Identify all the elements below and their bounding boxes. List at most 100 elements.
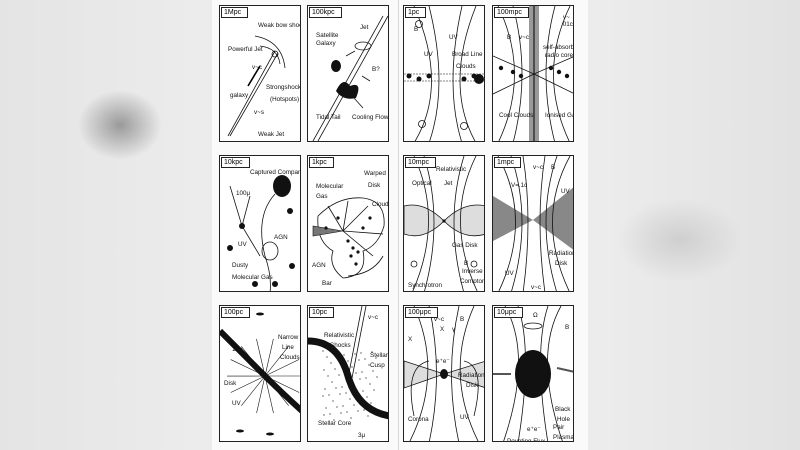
diagram-label: Tidal Tail [316, 114, 341, 121]
diagram-sketch [227, 175, 295, 291]
diagram-label: Jet [360, 24, 369, 31]
diagram-label: Gas Disk [452, 242, 478, 249]
diagram-label: Cooling Flow? [352, 114, 389, 121]
diagram-label: B? [372, 66, 380, 73]
diagram-label: Narrow [278, 334, 299, 341]
diagram-label: Plasma [553, 434, 574, 441]
diagram-sketch [312, 197, 385, 279]
diagram-label: Weak bow shock [258, 22, 301, 29]
diagram-sketch [227, 35, 286, 137]
scale-label: 1mpc [494, 157, 522, 168]
scale-label: 10mpc [405, 157, 437, 168]
diagram-sketch [404, 156, 484, 291]
diagram-label: 3μ [358, 432, 366, 439]
diagram-label: Dusty [232, 262, 249, 269]
diagram-label: Molecular Gas [232, 274, 273, 281]
diagram-label: Bar [322, 280, 332, 287]
diagram-label: AGN [312, 262, 326, 269]
diagram-label: V=.1c [511, 182, 528, 189]
diagram-label: v~c [434, 316, 444, 323]
scale-label: 100pc [221, 307, 251, 318]
diagram-label: Synchrotron [408, 282, 442, 289]
diagram-sketch [493, 6, 573, 141]
diagram-label: Optical [412, 180, 432, 187]
scale-label: 100μpc [405, 307, 439, 318]
scale-label: 1Mpc [221, 7, 249, 18]
diagram-label: UV [232, 400, 241, 407]
scale-label: 10μpc [494, 307, 524, 318]
diagram-label: v~c [519, 34, 529, 41]
diagram-label: e⁺e⁻ [436, 358, 450, 365]
diagram-label: e⁺e⁻ [527, 426, 541, 433]
scale-label: 1kpc [309, 157, 334, 168]
diagram-label: Black [555, 406, 571, 413]
diagram-sketch [312, 15, 388, 141]
diagram-label: B [565, 324, 570, 331]
scale-label: 100mpc [494, 7, 529, 18]
diagram-label: Jet [444, 180, 453, 187]
diagram-label: B [507, 34, 512, 41]
diagram-sketch [404, 6, 484, 141]
diagram-label: Weak Jet [258, 131, 285, 138]
diagram-label: Hole [557, 416, 570, 423]
scale-label: 100kpc [309, 7, 342, 18]
diagram-label: B [460, 316, 465, 323]
scale-label: 10pc [309, 307, 335, 318]
diagram-label: Compton [460, 278, 485, 285]
diagram-label: Disk [466, 382, 479, 389]
diagram-label: Gas [316, 193, 328, 200]
diagram-label: B [464, 260, 469, 267]
diagram-label: 100μ [236, 190, 251, 197]
page-divider [398, 0, 399, 450]
diagram-label: Cloud [372, 201, 389, 208]
diagram-label: UV [238, 241, 247, 248]
diagram-label: (Hotspots) [270, 96, 300, 103]
diagram-label: Clouds [280, 354, 300, 361]
diagram-label: Molecular [316, 183, 344, 190]
diagram-sketch [220, 312, 300, 436]
diagram-label: Captured Companion [250, 169, 301, 176]
diagram-label: radio core [545, 52, 574, 59]
diagram-label: AGN [274, 234, 288, 241]
diagram-label: Line [282, 344, 294, 351]
diagram-label: Powerful Jet [228, 46, 263, 53]
diagram-label: Stellar Core [318, 420, 352, 427]
diagram-sketch [493, 156, 573, 291]
diagram-label: Corona [408, 416, 429, 423]
diagram-sketch [404, 306, 484, 441]
diagram-label: v~ [563, 14, 570, 21]
diagram-label: Disk [368, 182, 381, 189]
diagram-label: UV [449, 34, 458, 41]
diagram-label: galaxy [230, 92, 249, 99]
diagram-label: Disk [555, 260, 568, 267]
diagram-label: Radiation [549, 250, 574, 257]
diagram-label: Clouds [456, 63, 476, 70]
diagram-label: self-absorbed [543, 44, 574, 51]
diagram-label: v~c [531, 284, 541, 291]
diagram-sketch [308, 306, 388, 421]
diagram-label: v~c [533, 164, 543, 171]
diagram-label: Radiation [458, 372, 485, 379]
diagram-label: 10μ [232, 346, 243, 353]
diagram-label: X [440, 326, 445, 333]
diagram-label: Pair [553, 424, 565, 431]
diagram-label: UV [505, 270, 514, 277]
diagram-label: Satellite [316, 32, 339, 39]
diagram-label: Relativistic [324, 332, 355, 339]
diagram-label: Cool Clouds [499, 112, 534, 119]
diagram-sketch [493, 306, 573, 441]
scale-label: 1pc [405, 7, 427, 18]
diagram-label: Strongshocks [266, 84, 301, 91]
diagram-label: Galaxy [316, 40, 336, 47]
diagram-label: Inverse [462, 268, 483, 275]
